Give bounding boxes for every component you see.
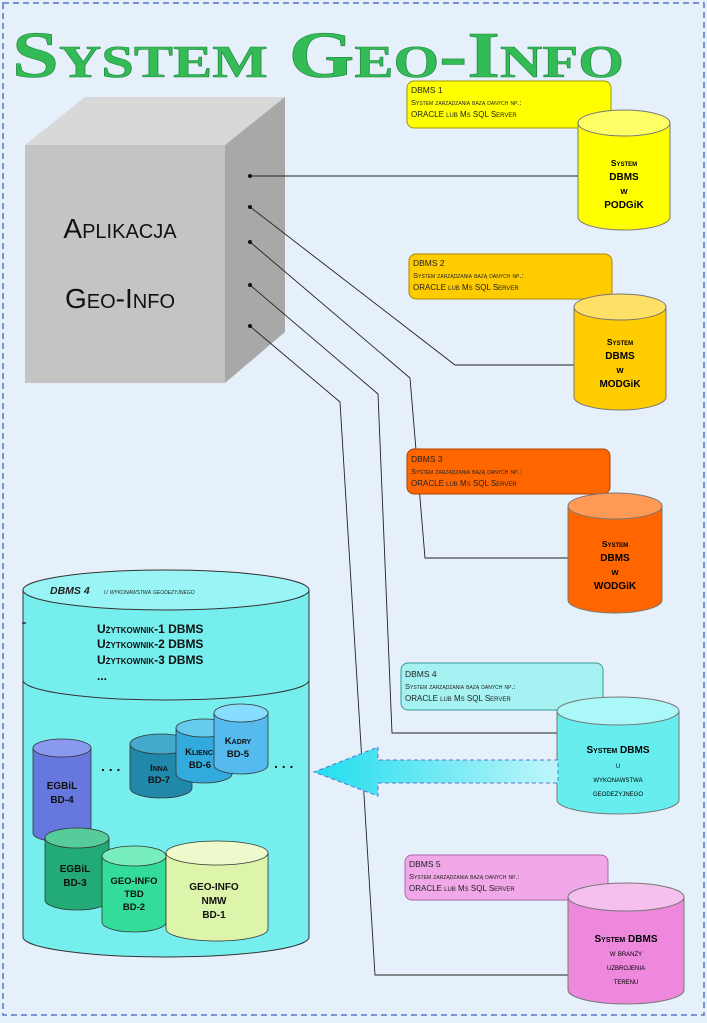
svg-text:System DBMS: System DBMS (594, 934, 657, 945)
svg-text:Klienci: Klienci (185, 747, 215, 758)
svg-text:u: u (616, 760, 620, 770)
dbms-card: DBMS 2 System zarządzania bazą danych np… (408, 253, 613, 300)
svg-text:terenu: terenu (614, 976, 639, 986)
svg-text:DBMS 5: DBMS 5 (409, 859, 441, 869)
svg-text:BD-1: BD-1 (202, 910, 226, 921)
connector-dot (248, 205, 252, 209)
svg-text:w: w (619, 186, 628, 196)
svg-text:ORACLE lub Ms SQL Server: ORACLE lub Ms SQL Server (409, 884, 515, 893)
connector-branza (249, 325, 570, 976)
connector-dot (248, 240, 252, 244)
connector-dot (248, 324, 252, 328)
cylinder-wykonawstwo: System DBMS u wykonawstwa geodezyjnego (556, 696, 680, 815)
application-cube: Aplikacja Geo-Info (25, 97, 285, 383)
svg-text:BD-4: BD-4 (50, 795, 74, 806)
svg-text:BD-6: BD-6 (189, 760, 211, 771)
svg-text:GEO-INFO: GEO-INFO (111, 876, 158, 887)
connector-dot (248, 174, 252, 178)
svg-text:ORACLE lub Ms SQL Server: ORACLE lub Ms SQL Server (405, 694, 511, 703)
svg-text:ORACLE lub Ms SQL Server: ORACLE lub Ms SQL Server (411, 110, 517, 119)
svg-text:Inna: Inna (150, 763, 168, 774)
big-db-header-sub: u wykonawstwa geodezyjnego (104, 587, 195, 596)
cylinder-branza: System DBMS w branży uzbrojenia terenu (567, 882, 685, 1005)
cylinder-modgik: System DBMS w MODGiK (573, 293, 667, 411)
svg-text:WODGiK: WODGiK (594, 581, 637, 592)
dbms-card: DBMS 3 System zarządzania bazą danych np… (406, 448, 611, 495)
svg-text:BD-2: BD-2 (123, 902, 145, 913)
svg-text:ORACLE lub Ms SQL Server: ORACLE lub Ms SQL Server (411, 479, 517, 488)
small-db-geoinfo-bd1: GEO-INFO NMW BD-1 (165, 840, 269, 942)
svg-text:System: System (611, 158, 637, 168)
svg-text:DBMS 4: DBMS 4 (405, 669, 437, 679)
svg-text:System zarządzania bazą danych: System zarządzania bazą danych np.: (411, 98, 522, 107)
svg-text:w branży: w branży (610, 948, 642, 958)
svg-text:System zarządzania bazą danych: System zarządzania bazą danych np.: (409, 872, 520, 881)
svg-text:EGBiL: EGBiL (60, 864, 91, 875)
svg-text:System: System (607, 337, 633, 347)
dbms-card: DBMS 1 System zarządzania bazą danych np… (406, 80, 612, 129)
svg-text:w: w (615, 365, 624, 375)
svg-text:GEO-INFO: GEO-INFO (189, 882, 239, 893)
svg-text:DBMS 3: DBMS 3 (411, 454, 443, 464)
small-db-egbil-bd3: EGBiL BD-3 (44, 827, 110, 911)
small-db-geoinfo-bd2: GEO-INFO TBD BD-2 (101, 845, 167, 933)
connector-dot (248, 283, 252, 287)
svg-text:System: System (602, 539, 628, 549)
svg-text:DBMS: DBMS (600, 553, 630, 564)
small-db-kadry-bd5: Kadry BD-5 (213, 703, 269, 775)
svg-text:wykonawstwa: wykonawstwa (593, 774, 642, 784)
svg-text:DBMS 1: DBMS 1 (411, 85, 443, 95)
connector-wykonawstwo (249, 284, 560, 734)
svg-text:uzbrojenia: uzbrojenia (607, 962, 645, 972)
application-label-line1: Aplikacja (63, 213, 177, 244)
page-title: System Geo-Info (12, 19, 624, 92)
svg-text:PODGiK: PODGiK (604, 200, 644, 211)
svg-text:System zarządzania bazą danych: System zarządzania bazą danych np.: (405, 682, 516, 691)
svg-text:w: w (610, 567, 619, 577)
dots-right: . . . (274, 755, 293, 771)
svg-text:Kadry: Kadry (225, 736, 252, 747)
svg-text:EGBiL: EGBiL (47, 781, 78, 792)
big-db-user: Użytkownik-1 DBMS (97, 622, 203, 636)
dbms-card: DBMS 5 System zarządzania bazą danych np… (404, 854, 609, 901)
svg-text:BD-7: BD-7 (148, 775, 170, 786)
sync-arrow (312, 746, 559, 797)
big-db-user: Użytkownik-2 DBMS (97, 637, 203, 651)
big-db-user: Użytkownik-3 DBMS (97, 653, 203, 667)
svg-text:MODGiK: MODGiK (599, 379, 641, 390)
svg-text:System zarządzania bazą danych: System zarządzania bazą danych np.: (413, 271, 524, 280)
connector-modgik (249, 206, 580, 366)
cylinder-podgik: System DBMS w PODGiK (577, 109, 671, 231)
cylinder-wodgik: System DBMS w WODGiK (567, 492, 663, 614)
svg-text:TBD: TBD (124, 889, 144, 900)
svg-text:DBMS 2: DBMS 2 (413, 258, 445, 268)
svg-text:NMW: NMW (202, 896, 228, 907)
dots-left: . . . (101, 758, 120, 774)
small-db-egbil-bd4: EGBiL BD-4 (32, 738, 92, 843)
big-db-user: ... (97, 669, 107, 683)
big-db-header: DBMS 4 (50, 585, 90, 597)
svg-text:geodezyjnego: geodezyjnego (593, 788, 643, 798)
svg-text:BD-3: BD-3 (63, 878, 87, 889)
svg-text:ORACLE lub Ms SQL Server: ORACLE lub Ms SQL Server (413, 283, 519, 292)
svg-text:BD-5: BD-5 (227, 749, 250, 760)
svg-text:System zarządzania bazą danych: System zarządzania bazą danych np.: (411, 467, 522, 476)
svg-text:DBMS: DBMS (605, 351, 635, 362)
svg-text:DBMS: DBMS (609, 172, 639, 183)
dbms-card: DBMS 4 System zarządzania bazą danych np… (400, 662, 604, 711)
application-label-line2: Geo-Info (65, 283, 175, 314)
svg-text:System DBMS: System DBMS (586, 745, 649, 756)
